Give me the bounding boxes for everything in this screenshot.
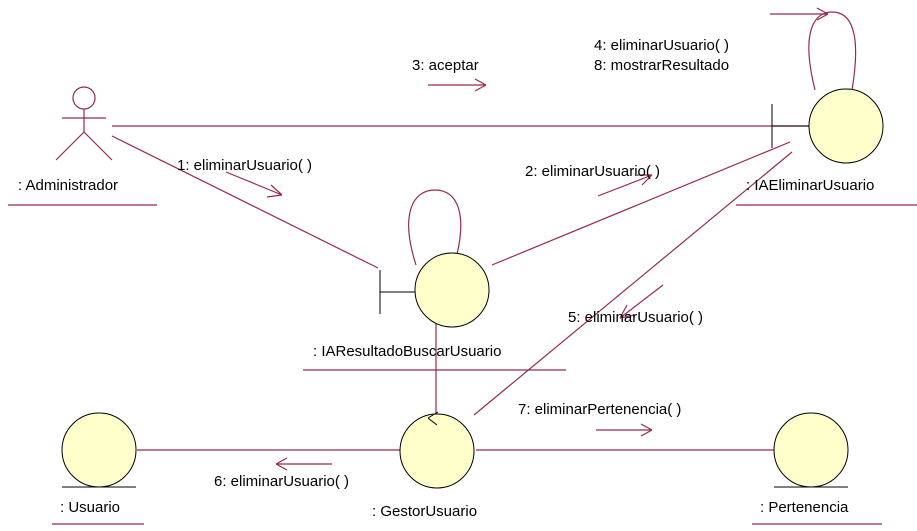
control-gestor-usuario[interactable] <box>399 411 475 489</box>
boundary-ia-eliminar-usuario[interactable] <box>771 88 884 164</box>
label-administrador: : Administrador <box>18 177 118 194</box>
boundary-ia-resultado-buscar-usuario[interactable] <box>379 252 490 328</box>
message-2: 2: eliminarUsuario( ) <box>525 163 660 180</box>
self-loop-ia-eliminar <box>808 11 857 91</box>
link-gestor-ia-eliminar <box>473 151 793 416</box>
self-loop-ia-resultado <box>408 189 462 266</box>
entity-pertenencia[interactable] <box>773 412 849 488</box>
message-8: 8: mostrarResultado <box>594 57 729 74</box>
arrow-m5 <box>619 284 664 319</box>
entity-usuario[interactable] <box>61 412 137 488</box>
arrow-m7 <box>596 423 653 437</box>
message-6: 6: eliminarUsuario( ) <box>214 473 349 490</box>
arrow-m2 <box>597 174 653 197</box>
label-gestor-usuario: : GestorUsuario <box>372 503 477 520</box>
arrow-m3 <box>428 78 487 92</box>
link-admin-ia-resultado <box>111 135 379 269</box>
message-3: 3: aceptar <box>412 57 479 74</box>
arrow-m1 <box>225 171 283 198</box>
message-7: 7: eliminarPertenencia( ) <box>518 401 681 418</box>
arrow-m4-8 <box>770 7 829 21</box>
actor-head <box>72 86 96 110</box>
message-4: 4: eliminarUsuario( ) <box>594 37 729 54</box>
link-ia-resultado-ia-eliminar <box>491 141 791 266</box>
message-1: 1: eliminarUsuario( ) <box>177 157 312 174</box>
label-ia-resultado-buscar-usuario: : IAResultadoBuscarUsuario <box>313 343 501 360</box>
message-5: 5: eliminarUsuario( ) <box>568 309 703 326</box>
label-ia-eliminar-usuario: : IAEliminarUsuario <box>746 177 874 194</box>
actor-administrador[interactable] <box>55 86 113 161</box>
arrow-m6 <box>275 457 332 471</box>
label-usuario: : Usuario <box>60 499 120 516</box>
label-pertenencia: : Pertenencia <box>760 499 849 516</box>
